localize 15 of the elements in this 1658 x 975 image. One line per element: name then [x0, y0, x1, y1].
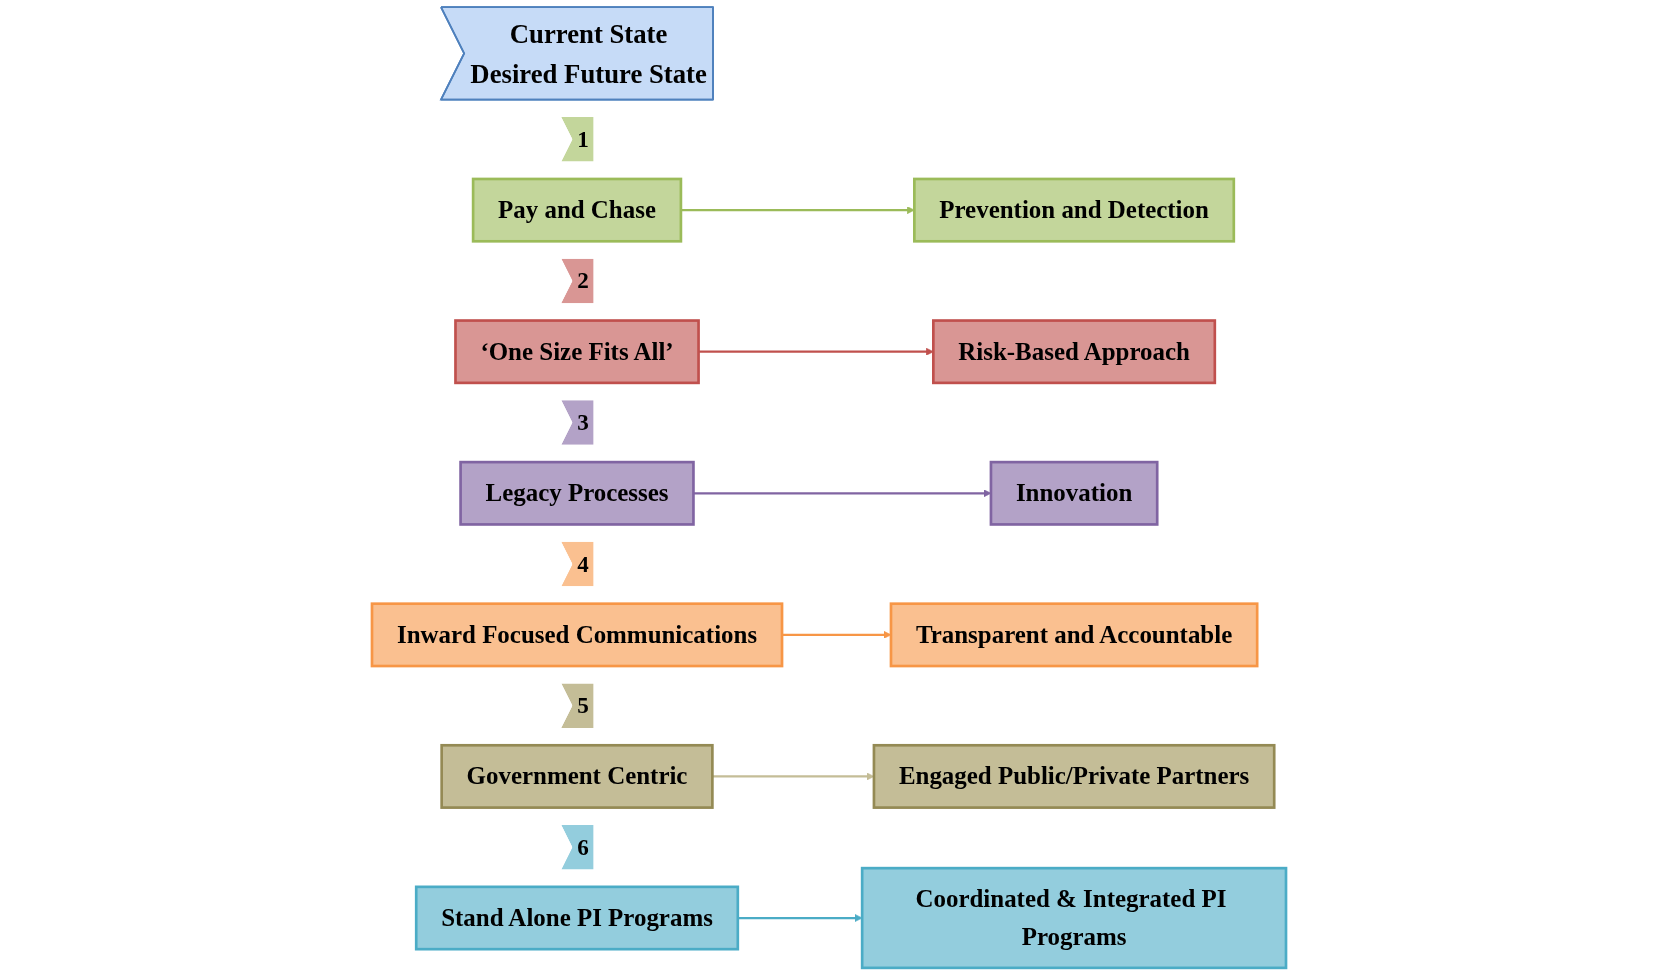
node-box: Coordinated & Integrated PI Programs [860, 866, 1288, 970]
arrow [698, 347, 934, 356]
node-box: Stand Alone PI Programs [414, 885, 740, 951]
arrow [737, 914, 863, 922]
node-box: Engaged Public/Private Partners [872, 743, 1276, 809]
node-box: Inward Focused Communications [370, 602, 784, 668]
node-box: Innovation [989, 460, 1159, 526]
node-box: Legacy Processes [459, 460, 695, 526]
node-box: ‘One Size Fits All’ [454, 319, 700, 385]
arrow [680, 206, 915, 215]
node-box: Risk-Based Approach [932, 319, 1217, 385]
node-box: Prevention and Detection [913, 177, 1236, 243]
node-box: Transparent and Accountable [889, 602, 1259, 668]
node-box: Pay and Chase [471, 177, 683, 243]
node-box: Government Centric [440, 743, 714, 809]
